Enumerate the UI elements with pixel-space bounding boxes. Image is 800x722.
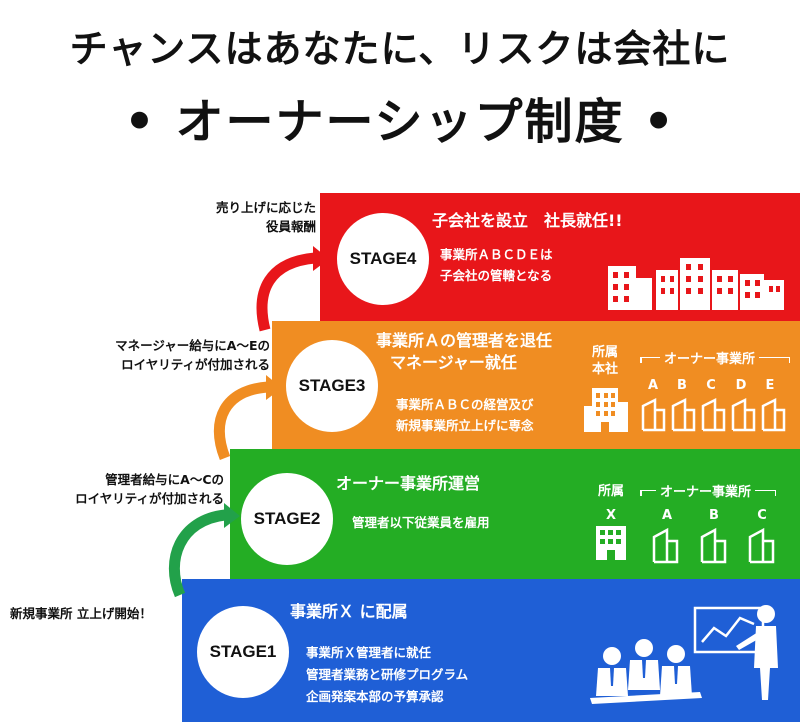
stage3-side-line2: ロイヤリティが付加される [121,357,270,372]
stage3-desc-line1: 事業所ＡＢＣの経営及び [396,397,534,412]
stage3-office-d: D [735,378,747,393]
office-x-building-icon [596,526,626,560]
stage1-desc-line3: 企画発案本部の予算承認 [306,689,444,704]
stage2-side-note: 管理者給与にA〜Cの ロイヤリティが付加される [0,470,224,508]
stage3-side-line1: マネージャー給与にA〜Eの [115,338,270,353]
stage3-heading-line2: マネージャー就任 [390,353,517,372]
stage2-side-line1: 管理者給与にA〜Cの [105,472,224,487]
stage4-desc-line1: 事業所ＡＢＣＤＥは [440,247,553,262]
stage4-circle: STAGE4 [337,213,429,305]
stage3-heading-line1: 事業所Ａの管理者を退任 [376,331,553,350]
stage3-affiliation: 所属 本社 [592,344,618,378]
stage3-office-buildings-icon [641,397,786,432]
stage2-circle: STAGE2 [241,473,333,565]
stage3-office-c: C [706,378,716,393]
stage3-office-b: B [677,378,687,393]
stage2-office-buildings-icon [652,527,775,564]
stage1-desc-line2: 管理者業務と研修プログラム [306,667,469,682]
arrow-stage3-to-4 [256,252,316,332]
stage3-affiliation-line2: 本社 [592,362,619,377]
stage4-buildings-icon [608,258,784,310]
stage1-desc: 事業所Ｘ管理者に就任 管理者業務と研修プログラム 企画発案本部の予算承認 [306,642,468,708]
arrow-head-3 [266,375,282,400]
stage2-office-b: B [709,508,719,523]
stage2-affiliation-office-x: X [605,508,617,523]
stage4-desc-line2: 子会社の管轄となる [440,268,553,283]
stage1-circle: STAGE1 [197,606,289,698]
stage3-circle: STAGE3 [286,340,378,432]
main-title: チャンスはあなたに、リスクは会社に [69,26,731,71]
stage2-owner-label: オーナー事業所 [656,481,756,500]
stage2-office-a: A [661,508,673,523]
stage3-side-note: マネージャー給与にA〜Eの ロイヤリティが付加される [30,336,270,374]
stage4-heading: 子会社を設立 社長就任!! [432,211,623,230]
stage2-side-line2: ロイヤリティが付加される [75,491,224,506]
stage3-desc-line2: 新規事業所立上げに専念 [396,418,534,433]
arrow-stage2-to-3 [213,381,269,461]
stage3-office-a: A [647,378,659,393]
stage1-heading: 事業所Ｘ に配属 [290,602,408,621]
arrow-head-2 [224,503,240,528]
subtitle: • オーナーシップ制度 • [124,94,676,150]
stage3-owner-label: オーナー事業所 [660,348,760,367]
stage3-desc: 事業所ＡＢＣの経営及び 新規事業所立上げに専念 [396,394,534,436]
stage4-side-line1: 売り上げに応じた [215,200,316,215]
stage3-heading: 事業所Ａの管理者を退任 マネージャー就任 [376,330,552,374]
training-presentation-icon [590,605,778,704]
stage2-desc: 管理者以下従業員を雇用 [352,515,490,530]
stage4-desc: 事業所ＡＢＣＤＥは 子会社の管轄となる [440,244,553,286]
headquarters-building-icon [584,388,628,432]
stage1-side-note: 新規事業所 立上げ開始！ [10,606,152,621]
stage3-office-e: E [765,378,775,393]
stage1-desc-line1: 事業所Ｘ管理者に就任 [306,645,432,660]
stage3-affiliation-line1: 所属 [592,345,619,360]
arrow-stage1-to-2 [168,509,226,598]
stage2-heading: オーナー事業所運営 [336,474,481,493]
stage4-side-line2: 役員報酬 [265,219,316,234]
stage4-side-note: 売り上げに応じた 役員報酬 [196,198,316,236]
arrow-head-4 [313,246,329,271]
stage2-office-c: C [757,508,767,523]
stage2-affiliation: 所属 [598,484,625,499]
